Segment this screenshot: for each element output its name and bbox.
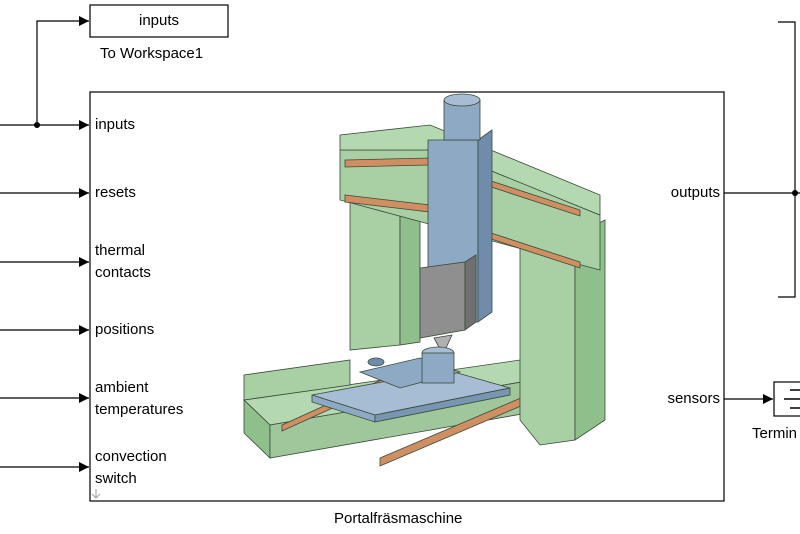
branch-point-right (792, 190, 798, 196)
spindle-head (419, 261, 466, 339)
spindle-motor-top (443, 93, 481, 107)
beam-rail-top (344, 157, 431, 168)
right-column-front (519, 234, 576, 446)
spindle-head-side (464, 254, 477, 331)
expand-arrow-icon (91, 489, 101, 499)
workpiece-boss (421, 352, 455, 384)
milling-machine-illustration (243, 93, 606, 467)
to-workspace-block[interactable] (89, 4, 229, 38)
main-block-name: Portalfräsmaschine (334, 510, 463, 527)
port-thermal-line2: contacts (95, 264, 151, 281)
port-sensors: sensors (667, 390, 720, 407)
signal-lines (0, 16, 800, 472)
to-workspace-variable: inputs (138, 12, 180, 29)
left-column-front (349, 194, 401, 351)
port-convection-line1: convection (95, 448, 167, 465)
line-outputs-bus (778, 21, 796, 298)
port-thermal-line1: thermal (95, 242, 146, 259)
port-positions: positions (95, 321, 155, 338)
terminator-icon (784, 389, 800, 409)
spindle-slide-side (477, 129, 493, 323)
work-table-side (374, 387, 511, 423)
terminator-name: Termin (752, 425, 798, 442)
workpiece-hole (367, 357, 385, 367)
port-ambient-line2: temperatures (95, 401, 184, 418)
port-outputs: outputs (670, 184, 720, 201)
line-inputs-branch (36, 16, 89, 125)
to-workspace-name: To Workspace1 (100, 45, 204, 62)
gantry-beam-top (339, 124, 601, 216)
port-ambient-line1: ambient (95, 379, 149, 396)
port-resets: resets (95, 184, 136, 201)
port-convection-line2: switch (95, 470, 137, 487)
spindle-motor (443, 99, 481, 141)
machine-base-back (243, 359, 351, 401)
branch-point (34, 122, 40, 128)
port-inputs: inputs (95, 116, 136, 133)
